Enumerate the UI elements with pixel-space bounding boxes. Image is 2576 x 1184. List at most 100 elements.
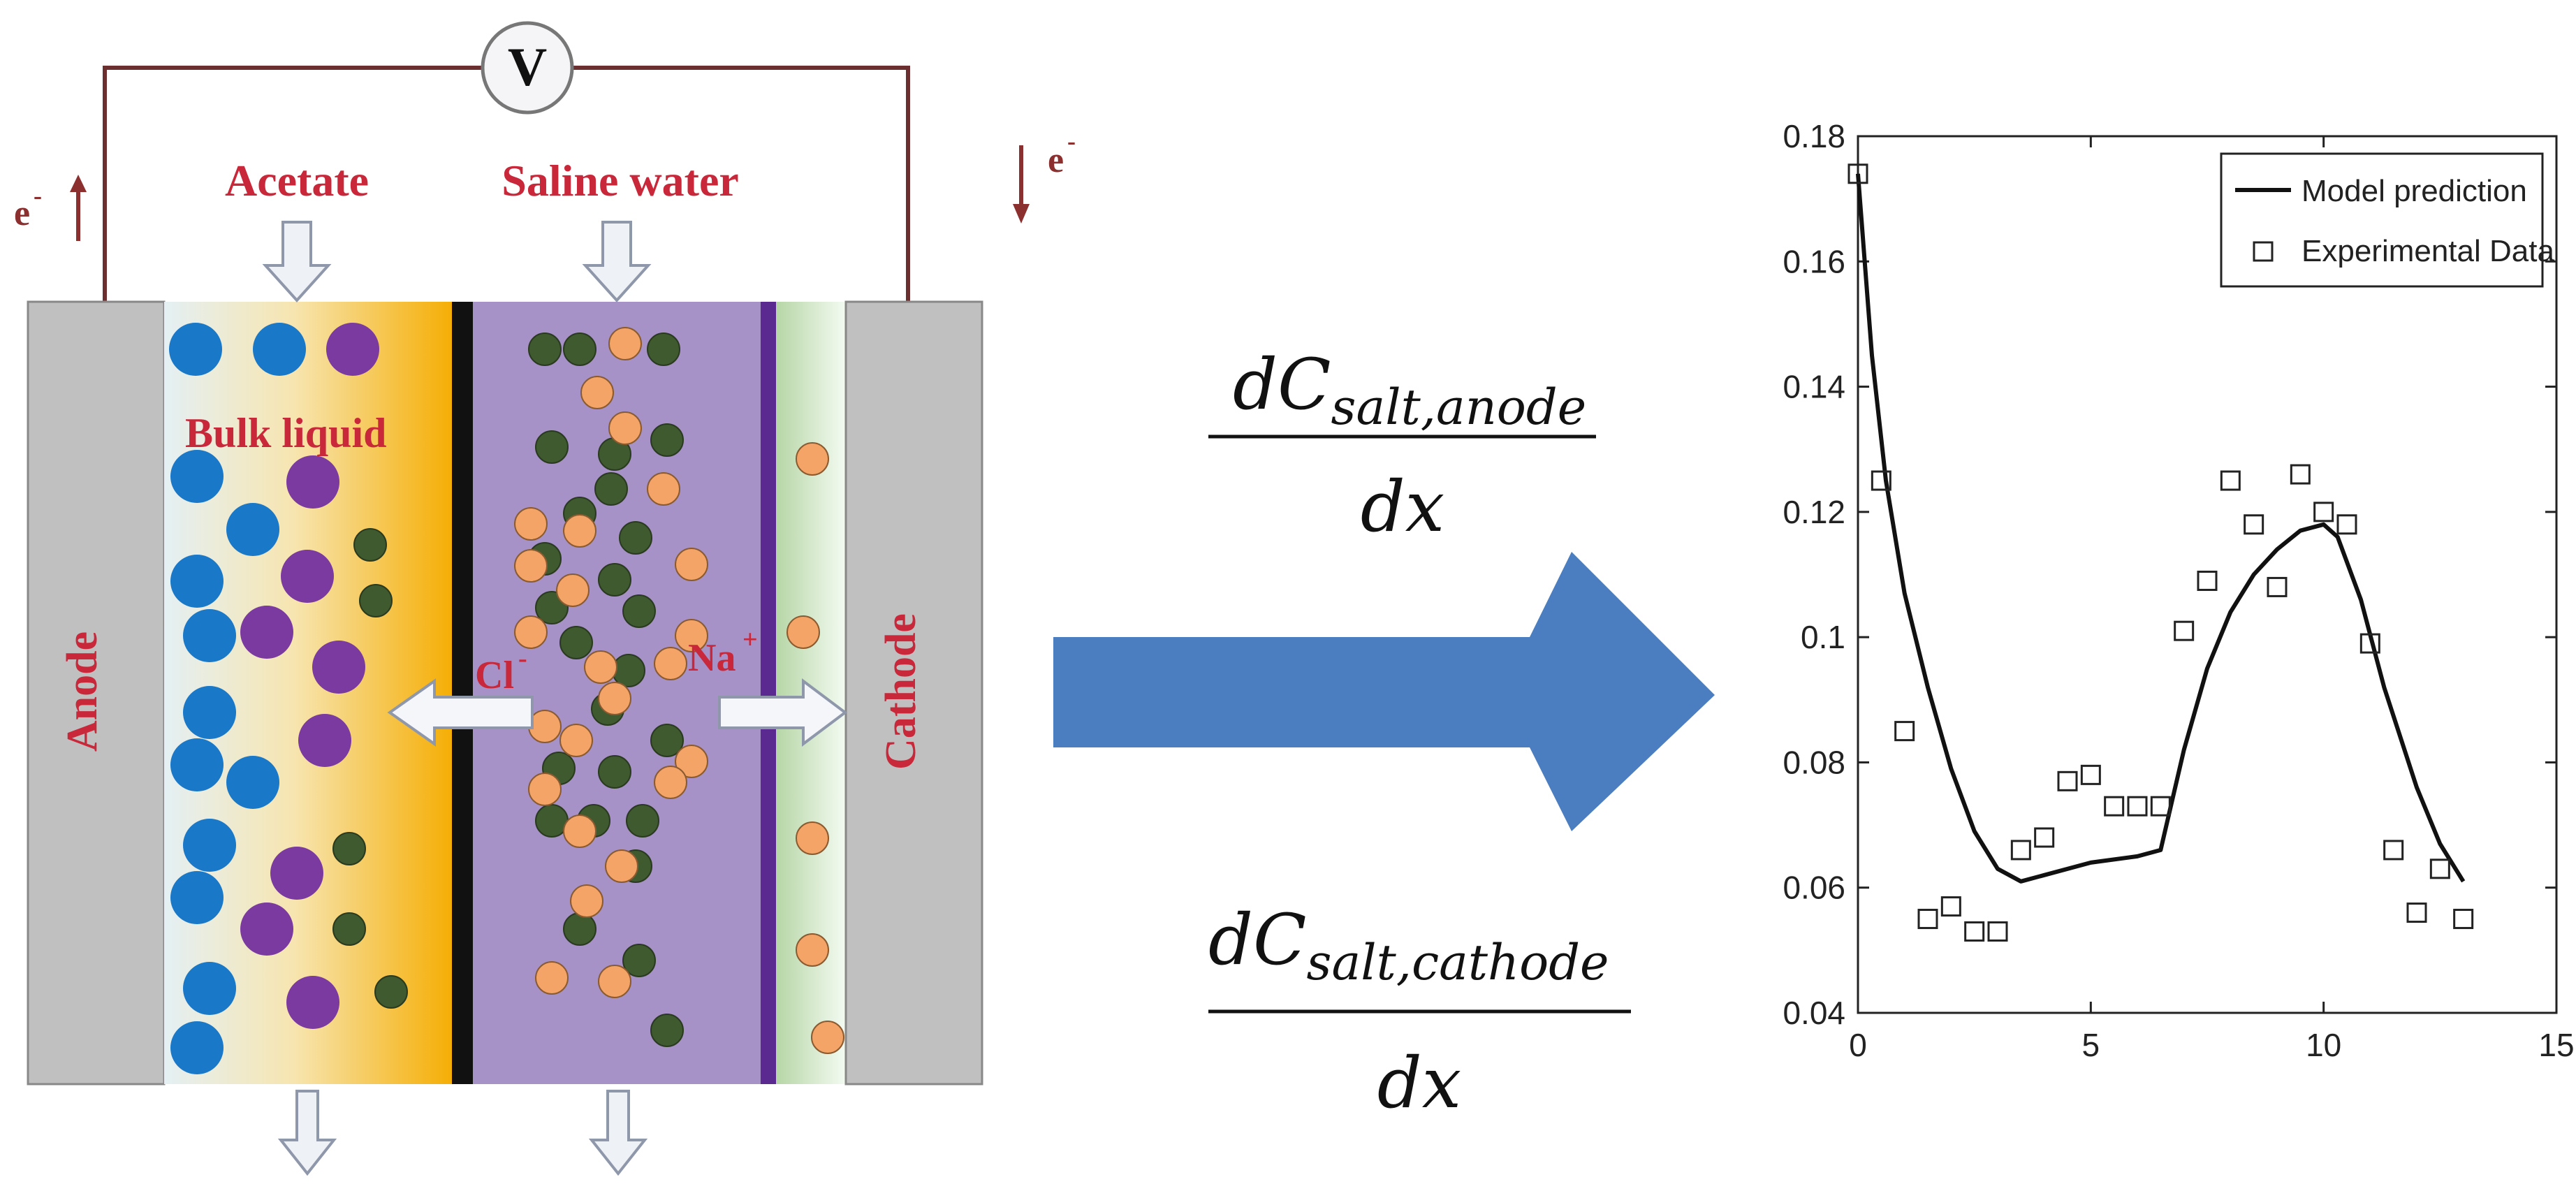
- experimental-data-point: [2080, 764, 2101, 785]
- experimental-data-point: [2034, 827, 2055, 848]
- orange-particle: [647, 472, 680, 506]
- green-particle: [332, 912, 366, 946]
- experimental-data-point: [1987, 921, 2008, 942]
- experimental-data-point: [2104, 796, 2125, 817]
- experimental-data-point: [1871, 470, 1891, 491]
- green-particle: [353, 528, 387, 562]
- cation-exchange-membrane: [761, 302, 776, 1084]
- acetate-label: Acetate: [225, 156, 369, 205]
- green-particle: [332, 832, 366, 865]
- anode-numerator-subscript: salt,anode: [1331, 379, 1587, 436]
- orange-particle: [786, 615, 820, 649]
- experimental-data-point: [2336, 514, 2357, 535]
- saline-water-label: Saline water: [502, 156, 739, 205]
- voltmeter-label: V: [508, 36, 547, 97]
- bulk-outflow-arrow: [277, 1090, 337, 1176]
- x-tick-label: 15: [2538, 1027, 2574, 1063]
- blue-particle: [253, 323, 306, 376]
- orange-particle: [514, 507, 548, 541]
- x-tick-label: 0: [1849, 1027, 1867, 1063]
- electron-label-left: e: [14, 193, 30, 233]
- experimental-data-point: [2359, 633, 2380, 654]
- chloride-transport-arrow: Cl -: [387, 644, 534, 747]
- green-particle: [612, 654, 645, 687]
- y-tick-label: 0.18: [1783, 118, 1845, 154]
- green-particle: [563, 912, 597, 946]
- green-particle: [650, 423, 684, 457]
- cathode-electrode: [844, 300, 983, 1086]
- orange-particle: [608, 327, 642, 360]
- green-particle: [598, 755, 631, 789]
- cathode-equation-numerator: dCsalt,cathode: [1208, 899, 1609, 991]
- purple-particle: [312, 641, 365, 694]
- sodium-superscript: +: [742, 625, 758, 655]
- experimental-data-point: [2383, 840, 2404, 861]
- green-particle: [622, 594, 656, 628]
- cathode-numerator-base: dC: [1208, 899, 1307, 981]
- anode-equation: dCsalt,anode dx: [1208, 344, 1596, 548]
- blue-particle: [226, 756, 279, 809]
- experimental-data-point: [2290, 464, 2311, 485]
- orange-particle: [556, 573, 590, 607]
- purple-particle: [281, 550, 334, 603]
- experimental-data-point: [2406, 902, 2427, 923]
- sodium-label: Na: [688, 636, 736, 680]
- blue-particle: [170, 738, 224, 791]
- saline-outflow-arrow: [588, 1090, 648, 1176]
- experimental-data-point: [2220, 470, 2241, 491]
- anode-electrode: [27, 300, 166, 1086]
- y-tick-label: 0.08: [1783, 744, 1845, 780]
- orange-particle: [598, 682, 631, 715]
- cathode-equation-denominator: dx: [1377, 1042, 1461, 1124]
- orange-particle: [580, 376, 614, 409]
- chloride-label: Cl: [475, 654, 514, 697]
- experimental-data-point: [2197, 570, 2218, 591]
- legend-model-prediction: Model prediction: [2301, 174, 2527, 208]
- orange-particle: [675, 548, 708, 581]
- experimental-data-point: [2244, 514, 2264, 535]
- electron-label-right: e: [1048, 140, 1064, 180]
- orange-particle: [563, 814, 597, 848]
- anode-label: Anode: [59, 631, 106, 752]
- x-tick-label: 5: [2082, 1027, 2100, 1063]
- purple-particle: [286, 976, 339, 1029]
- orange-particle: [654, 647, 687, 680]
- orange-particle: [514, 615, 548, 649]
- orange-particle: [598, 965, 631, 998]
- green-particle: [619, 521, 652, 555]
- cell-diagram: V e - e -: [14, 21, 1076, 1176]
- anode-numerator-base: dC: [1233, 344, 1331, 425]
- purple-particle: [298, 714, 351, 767]
- electron-arrow-left: e -: [14, 175, 87, 241]
- green-particle: [626, 804, 659, 838]
- y-tick-label: 0.12: [1783, 494, 1845, 530]
- blue-particle: [183, 819, 236, 872]
- orange-particle: [608, 411, 642, 445]
- orange-particle: [584, 650, 617, 684]
- blue-particle: [170, 450, 224, 503]
- orange-particle: [528, 773, 562, 806]
- y-tick-label: 0.04: [1783, 995, 1845, 1031]
- y-tick-label: 0.16: [1783, 243, 1845, 279]
- process-arrow: [1053, 552, 1715, 831]
- green-particle: [594, 472, 628, 506]
- blue-particle: [169, 323, 222, 376]
- ion-particles: [169, 323, 844, 1074]
- green-particle: [559, 626, 593, 659]
- orange-particle: [535, 961, 569, 995]
- purple-particle: [240, 606, 293, 659]
- chloride-superscript: -: [518, 644, 527, 673]
- experimental-data-point: [1894, 721, 1915, 742]
- voltmeter: V: [481, 21, 574, 115]
- green-particle: [622, 944, 656, 977]
- down-arrow-icon: [1013, 204, 1030, 224]
- up-arrow-icon: [70, 175, 87, 192]
- experimental-data-point: [2150, 796, 2171, 817]
- experimental-data-point: [2127, 796, 2148, 817]
- experimental-data-point: [2010, 840, 2031, 861]
- circuit-wire: [103, 66, 910, 302]
- experimental-data-point: [1917, 909, 1938, 930]
